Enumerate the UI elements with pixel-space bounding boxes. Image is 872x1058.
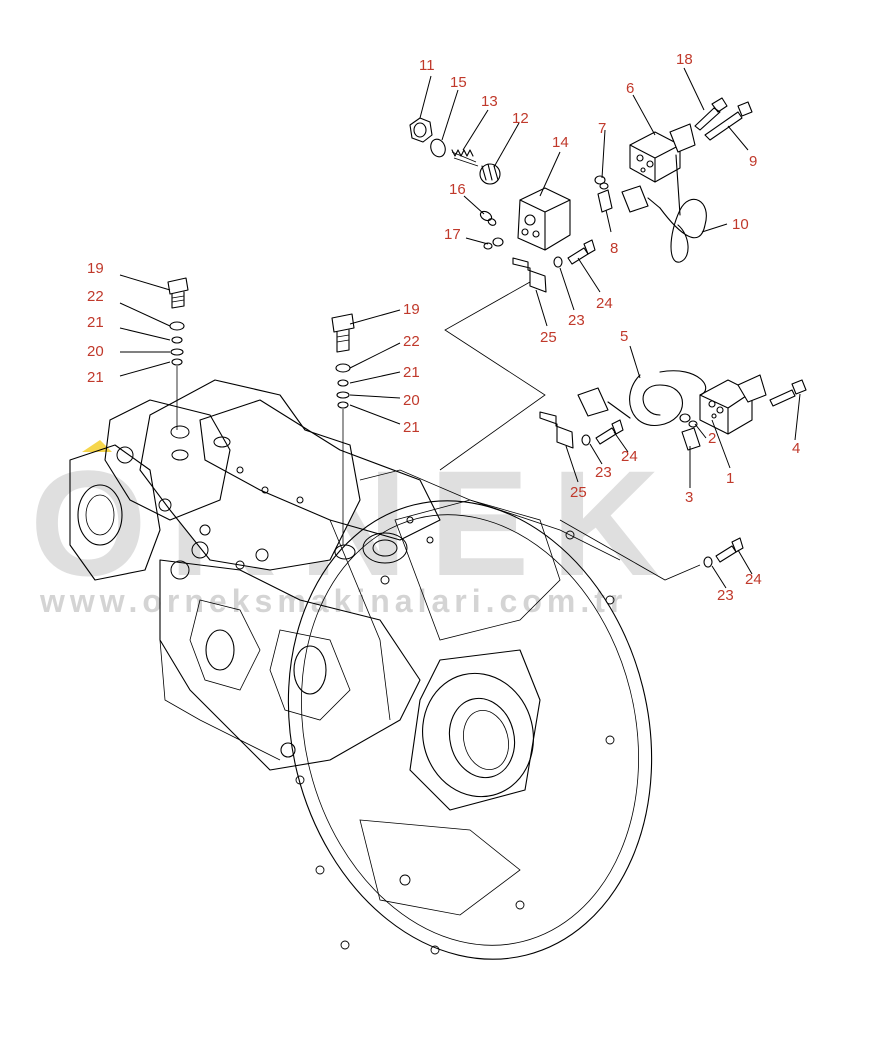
callout-24: 24 [621, 448, 638, 465]
callout-10: 10 [732, 216, 749, 233]
solenoid-valve-upper [409, 117, 596, 471]
callout-15: 15 [450, 74, 467, 91]
callout-18: 18 [676, 51, 693, 68]
callout-21: 21 [403, 364, 420, 381]
callout-20: 20 [87, 343, 104, 360]
pump-assembly [69, 379, 653, 960]
callout-6: 6 [626, 80, 634, 97]
leader-lines [119, 67, 801, 589]
solenoid-valve-1 [539, 370, 807, 581]
callout-24: 24 [596, 295, 613, 312]
callout-25: 25 [540, 329, 557, 346]
callout-20: 20 [403, 392, 420, 409]
callout-21: 21 [403, 419, 420, 436]
plug-stack-middle [331, 313, 355, 545]
callout-3: 3 [685, 489, 693, 506]
callout-2: 2 [708, 430, 716, 447]
callout-labels: 11 15 13 12 14 16 17 18 6 9 7 8 10 24 23… [87, 51, 800, 604]
callout-14: 14 [552, 134, 569, 151]
callout-21: 21 [87, 369, 104, 386]
callout-19: 19 [87, 260, 104, 277]
callout-1: 1 [726, 470, 734, 487]
callout-7: 7 [598, 120, 606, 137]
plug-stack-left [167, 277, 189, 430]
callout-17: 17 [444, 226, 461, 243]
callout-13: 13 [481, 93, 498, 110]
callout-19: 19 [403, 301, 420, 318]
callout-22: 22 [403, 333, 420, 350]
callout-21: 21 [87, 314, 104, 331]
callout-23: 23 [595, 464, 612, 481]
callout-4: 4 [792, 440, 800, 457]
callout-11: 11 [419, 57, 435, 74]
callout-24: 24 [745, 571, 762, 588]
callout-9: 9 [749, 153, 757, 170]
callout-12: 12 [512, 110, 529, 127]
watermark-url: www.orneksmakinalari.com.tr [39, 583, 627, 619]
callout-25: 25 [570, 484, 587, 501]
callout-23: 23 [568, 312, 585, 329]
callout-8: 8 [610, 240, 618, 257]
callout-22: 22 [87, 288, 104, 305]
callout-16: 16 [449, 181, 466, 198]
callout-23: 23 [717, 587, 734, 604]
solenoid-valve-6 [594, 97, 753, 263]
callout-5: 5 [620, 328, 628, 345]
